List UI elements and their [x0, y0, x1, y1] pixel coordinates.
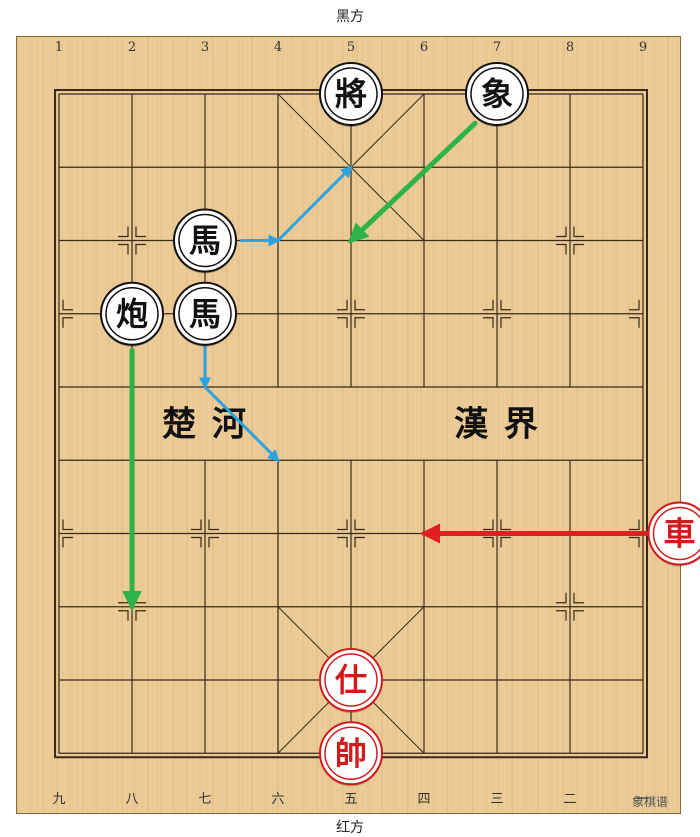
position-marker: [118, 227, 128, 237]
position-marker: [355, 520, 365, 530]
position-marker: [118, 245, 128, 255]
position-marker: [483, 538, 493, 548]
position-marker: [629, 318, 639, 328]
position-marker: [574, 611, 584, 621]
position-marker: [118, 593, 128, 603]
position-marker: [355, 538, 365, 548]
position-marker: [483, 520, 493, 530]
red-advisor-label: 仕: [335, 661, 367, 699]
position-marker: [337, 538, 347, 548]
position-marker: [136, 593, 146, 603]
file-number-top: 3: [201, 40, 209, 55]
position-marker: [191, 538, 201, 548]
file-number-bottom: 六: [271, 792, 284, 807]
position-marker: [629, 520, 639, 530]
position-marker: [136, 245, 146, 255]
black-horse-1-label: 馬: [189, 222, 221, 260]
position-marker: [136, 611, 146, 621]
position-marker: [337, 520, 347, 530]
file-number-bottom: 九: [52, 792, 65, 807]
position-marker: [574, 245, 584, 255]
red-chariot-label: 車: [663, 515, 695, 553]
elephant-move-arrow: [351, 123, 475, 240]
file-number-bottom: 四: [417, 792, 430, 807]
position-marker: [337, 318, 347, 328]
position-marker: [63, 520, 73, 530]
position-marker: [63, 300, 73, 310]
file-number-top: 6: [420, 40, 428, 55]
file-number-top: 4: [274, 40, 282, 55]
file-number-bottom: 八: [125, 792, 138, 807]
position-marker: [501, 300, 511, 310]
position-marker: [355, 300, 365, 310]
position-marker: [209, 520, 219, 530]
position-marker: [556, 611, 566, 621]
black-elephant-label: 象: [481, 75, 513, 113]
position-marker: [337, 300, 347, 310]
position-marker: [501, 520, 511, 530]
position-marker: [574, 227, 584, 237]
position-marker: [556, 227, 566, 237]
river-text-left: 楚 河: [162, 405, 248, 445]
horse-move-1b-arrow: [278, 167, 351, 240]
file-number-top: 7: [493, 40, 501, 55]
position-marker: [483, 300, 493, 310]
position-marker: [629, 538, 639, 548]
file-number-bottom: 二: [563, 792, 576, 807]
black-cannon-label: 炮: [116, 295, 148, 333]
file-number-top: 8: [566, 40, 574, 55]
position-marker: [191, 520, 201, 530]
black-horse-2-label: 馬: [189, 295, 221, 333]
position-marker: [501, 538, 511, 548]
position-marker: [63, 538, 73, 548]
position-marker: [355, 318, 365, 328]
file-number-top: 2: [128, 40, 136, 55]
position-marker: [556, 593, 566, 603]
position-marker: [63, 318, 73, 328]
position-marker: [209, 538, 219, 548]
file-number-bottom: 三: [490, 792, 503, 807]
file-number-bottom: 七: [198, 792, 211, 807]
bottom-side-label: 红方: [0, 817, 700, 837]
position-marker: [629, 300, 639, 310]
position-marker: [574, 593, 584, 603]
file-number-top: 5: [347, 40, 355, 55]
watermark-text: 象棋谱: [632, 795, 668, 809]
file-number-top: 9: [639, 40, 647, 55]
file-number-bottom: 五: [344, 792, 357, 807]
red-king-label: 帥: [335, 734, 367, 772]
position-marker: [556, 245, 566, 255]
position-marker: [136, 227, 146, 237]
river-text-right: 漢 界: [454, 405, 540, 445]
file-number-top: 1: [55, 40, 63, 55]
position-marker: [501, 318, 511, 328]
black-general-label: 將: [335, 75, 367, 113]
position-marker: [483, 318, 493, 328]
position-marker: [118, 611, 128, 621]
